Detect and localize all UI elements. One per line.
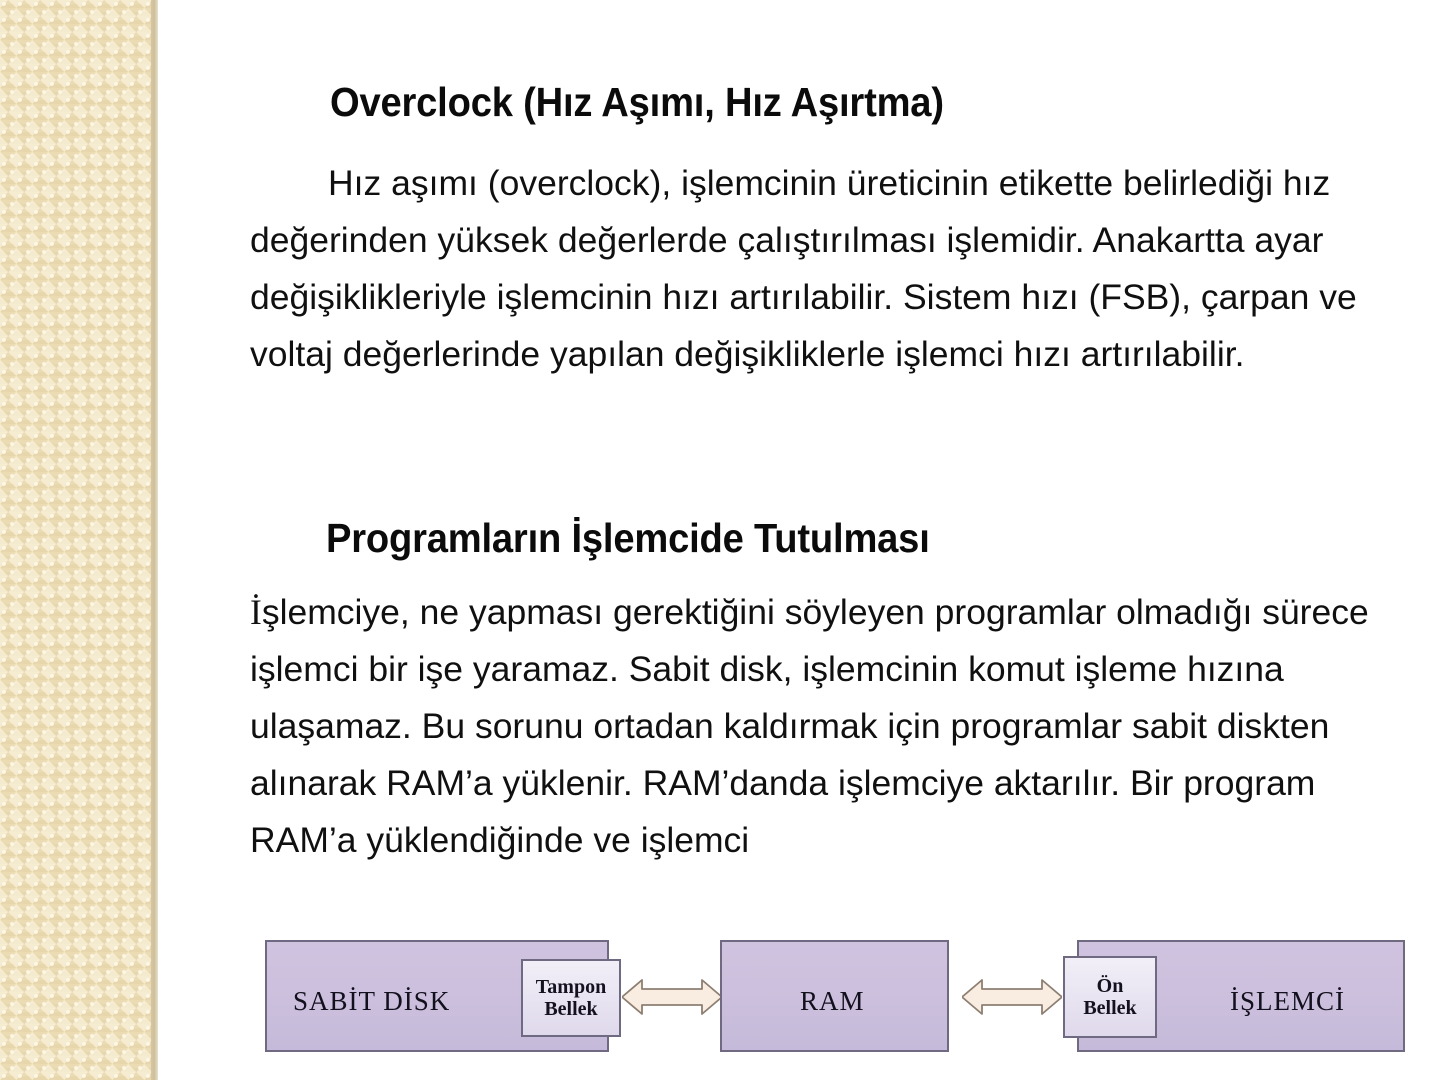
diagram-label-ram: RAM	[800, 986, 865, 1016]
diagram-box-ram	[720, 940, 949, 1052]
diagram-label-islemci: İŞLEMCİ	[1230, 986, 1345, 1016]
slide-content: Overclock (Hız Aşımı, Hız Aşırtma) Hız a…	[158, 0, 1440, 1080]
paragraph-programlarin-tutulmasi: İşlemciye, ne yapması gerektiğini söyley…	[250, 584, 1430, 869]
diagram-label-sabit-disk: SABİT DİSK	[293, 986, 451, 1016]
paragraph-overclock: Hız aşımı (overclock), işlemcinin üretic…	[250, 163, 1357, 374]
double-arrow-icon-disk-to-ram	[622, 979, 722, 1015]
double-arrow-icon-ram-to-islemci	[962, 979, 1062, 1015]
section-title-programlarin-islemcide-tutulmasi: Programların İşlemcide Tutulması	[326, 515, 930, 561]
page-title-overclock: Overclock (Hız Aşımı, Hız Aşırtma)	[330, 79, 944, 125]
paragraph-initial-letter: İ	[250, 592, 262, 632]
sidebar-edge-divider	[151, 0, 158, 1080]
paragraph-body-text: şlemciye, ne yapması gerektiğini söyleye…	[250, 592, 1369, 860]
decorative-sidebar-pattern	[0, 0, 151, 1080]
